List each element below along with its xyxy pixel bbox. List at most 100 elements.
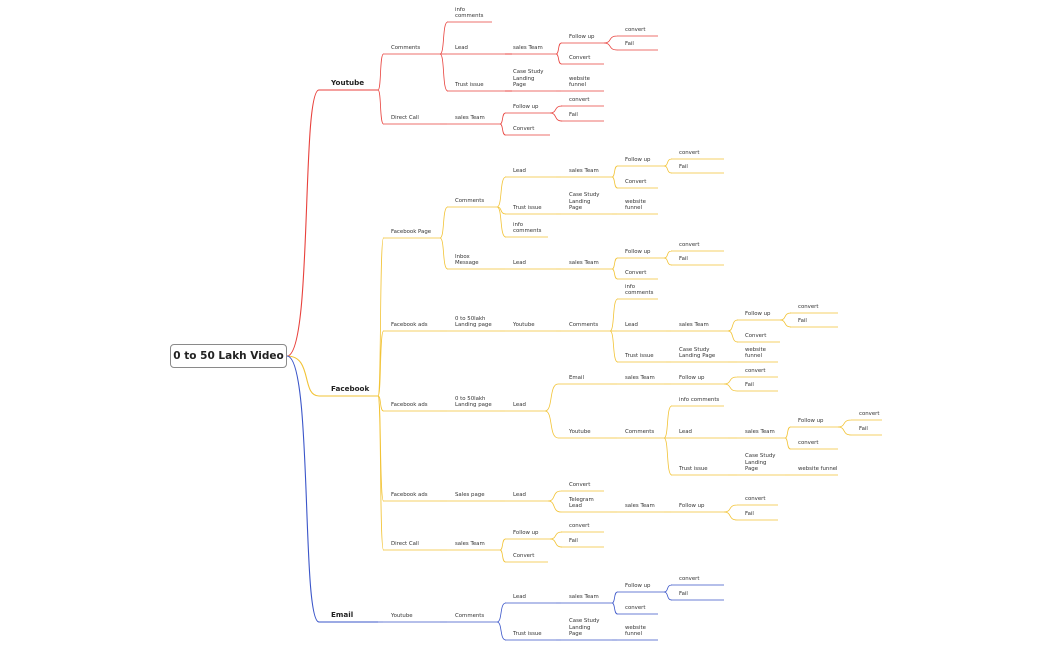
- topic-fb-a2-y-followup[interactable]: Follow up: [798, 418, 824, 425]
- topic-fb-a2-e-fail[interactable]: Fail: [745, 382, 754, 389]
- topic-fb-a2-email[interactable]: Email: [569, 375, 584, 382]
- topic-em-comments[interactable]: Comments: [455, 613, 485, 620]
- topic-em-lead[interactable]: Lead: [513, 594, 526, 601]
- topic-fb-a1-trust[interactable]: Trust issue: [625, 353, 654, 360]
- topic-yt-convert1[interactable]: convert: [625, 27, 646, 34]
- topic-fb-a2-landing[interactable]: 0 to 50lakh Landing page: [455, 395, 492, 409]
- topic-yt-website[interactable]: website funnel: [569, 75, 590, 89]
- topic-fb-a2-y-lead[interactable]: Lead: [679, 429, 692, 436]
- topic-yt-convert2[interactable]: Convert: [569, 55, 591, 62]
- topic-fb-inbox[interactable]: Inbox Message: [455, 253, 479, 267]
- topic-fb-a2-y-comments[interactable]: Comments: [625, 429, 655, 436]
- topic-fb-a2-lead[interactable]: Lead: [513, 402, 526, 409]
- topic-fb-a2-y-fail[interactable]: Fail: [859, 426, 868, 433]
- topic-yt-info[interactable]: info comments: [455, 6, 484, 20]
- topic-em-casestudy[interactable]: Case Study Landing Page: [569, 618, 600, 638]
- topic-fb-a2-e-followup[interactable]: Follow up: [679, 375, 705, 382]
- topic-fb-a2-y-convert2[interactable]: convert: [798, 440, 819, 447]
- topic-fb-a3-salespage[interactable]: Sales page: [455, 492, 485, 499]
- topic-em-website[interactable]: website funnel: [625, 624, 646, 638]
- topic-fb-a2-e-convert[interactable]: convert: [745, 368, 766, 375]
- topic-fb-d-fail[interactable]: Fail: [569, 538, 578, 545]
- topic-fb-page[interactable]: Facebook Page: [391, 229, 432, 236]
- topic-fb-i-convert1[interactable]: convert: [679, 242, 700, 249]
- topic-em-convert2[interactable]: convert: [625, 605, 646, 612]
- topic-yt-fail1[interactable]: Fail: [625, 41, 634, 48]
- topic-fb-a1-landing[interactable]: 0 to 50lakh Landing page: [455, 315, 492, 329]
- topic-em-youtube[interactable]: Youtube: [391, 613, 413, 620]
- topic-fb-i-followup[interactable]: Follow up: [625, 249, 651, 256]
- topic-fb-direct[interactable]: Direct Call: [391, 541, 419, 548]
- topic-yt-dc-sales[interactable]: sales Team: [455, 115, 485, 122]
- topic-fb-a1-lead[interactable]: Lead: [625, 322, 638, 329]
- topic-fb-c-info[interactable]: info comments: [513, 221, 542, 235]
- topic-fb-comments[interactable]: Comments: [455, 198, 485, 205]
- topic-fb-a3-lead[interactable]: Lead: [513, 492, 526, 499]
- topic-yt-comments[interactable]: Comments: [391, 45, 421, 52]
- topic-fb-c-convert1[interactable]: convert: [679, 150, 700, 157]
- root-topic[interactable]: 0 to 50 Lakh Video: [170, 344, 287, 368]
- topic-fb-a2-y-casestudy[interactable]: Case Study Landing Page: [745, 453, 776, 473]
- topic-fb-a1-casestudy[interactable]: Case Study Landing Page: [679, 346, 716, 360]
- topic-fb-a2-y-website[interactable]: website funnel: [798, 466, 838, 473]
- topic-fb-ads1[interactable]: Facebook ads: [391, 322, 428, 329]
- topic-fb-a1-info[interactable]: info comments: [625, 283, 654, 297]
- topic-em-fail[interactable]: Fail: [679, 591, 688, 598]
- topic-fb-d-convert1[interactable]: convert: [569, 523, 590, 530]
- topic-fb[interactable]: Facebook: [331, 384, 370, 393]
- topic-yt-dc-fail[interactable]: Fail: [569, 112, 578, 119]
- topic-yt-trust[interactable]: Trust issue: [455, 82, 484, 89]
- topic-fb-c-followup[interactable]: Follow up: [625, 157, 651, 164]
- topic-fb-a3-telegram[interactable]: Telegram Lead: [569, 496, 594, 510]
- topic-yt-followup[interactable]: Follow up: [569, 34, 595, 41]
- topic-fb-a1-sales[interactable]: sales Team: [679, 322, 709, 329]
- topic-fb-a2-e-sales[interactable]: sales Team: [625, 375, 655, 382]
- topic-yt[interactable]: Youtube: [331, 78, 365, 87]
- topic-em[interactable]: Email: [331, 610, 354, 619]
- topic-fb-a1-convert2[interactable]: Convert: [745, 333, 767, 340]
- topic-fb-c-trust[interactable]: Trust issue: [513, 205, 542, 212]
- topic-fb-c-website[interactable]: website funnel: [625, 198, 646, 212]
- topic-yt-dc-followup[interactable]: Follow up: [513, 104, 539, 111]
- topic-fb-c-convert2[interactable]: Convert: [625, 179, 647, 186]
- topic-fb-c-fail[interactable]: Fail: [679, 164, 688, 171]
- topic-em-sales[interactable]: sales Team: [569, 594, 599, 601]
- topic-yt-dc-convert2[interactable]: Convert: [513, 126, 535, 133]
- topic-fb-i-convert2[interactable]: Convert: [625, 270, 647, 277]
- topic-fb-a2-y-sales[interactable]: sales Team: [745, 429, 775, 436]
- topic-fb-a3-convert2[interactable]: convert: [745, 496, 766, 503]
- topic-fb-ads3[interactable]: Facebook ads: [391, 492, 428, 499]
- topic-fb-a3-sales[interactable]: sales Team: [625, 503, 655, 510]
- topic-fb-a3-followup[interactable]: Follow up: [679, 503, 705, 510]
- topic-em-convert1[interactable]: convert: [679, 576, 700, 583]
- topic-fb-ads2[interactable]: Facebook ads: [391, 402, 428, 409]
- topic-fb-a1-convert1[interactable]: convert: [798, 304, 819, 311]
- topic-fb-a2-youtube[interactable]: Youtube: [569, 429, 591, 436]
- topic-fb-i-fail[interactable]: Fail: [679, 256, 688, 263]
- topic-yt-lead[interactable]: Lead: [455, 45, 468, 52]
- topic-em-trust[interactable]: Trust issue: [513, 631, 542, 638]
- topic-fb-c-casestudy[interactable]: Case Study Landing Page: [569, 192, 600, 212]
- topic-fb-i-sales[interactable]: sales Team: [569, 260, 599, 267]
- topic-fb-a1-comments[interactable]: Comments: [569, 322, 599, 329]
- topic-fb-a1-followup[interactable]: Follow up: [745, 311, 771, 318]
- topic-fb-a2-y-trust[interactable]: Trust issue: [679, 466, 708, 473]
- topic-fb-a1-youtube[interactable]: Youtube: [513, 322, 535, 329]
- topic-em-followup[interactable]: Follow up: [625, 583, 651, 590]
- topic-fb-a3-fail[interactable]: Fail: [745, 511, 754, 518]
- topic-fb-c-lead[interactable]: Lead: [513, 168, 526, 175]
- topic-fb-a1-fail[interactable]: Fail: [798, 318, 807, 325]
- topic-fb-a2-y-convert1[interactable]: convert: [859, 411, 880, 418]
- topic-fb-i-lead[interactable]: Lead: [513, 260, 526, 267]
- topic-yt-dc-convert1[interactable]: convert: [569, 97, 590, 104]
- topic-fb-a3-convert[interactable]: Convert: [569, 482, 591, 489]
- topic-fb-a2-y-info[interactable]: info comments: [679, 397, 720, 404]
- topic-fb-d-sales[interactable]: sales Team: [455, 541, 485, 548]
- topic-fb-d-followup[interactable]: Follow up: [513, 530, 539, 537]
- topic-fb-d-convert2[interactable]: Convert: [513, 553, 535, 560]
- topic-fb-a1-website[interactable]: website funnel: [745, 346, 766, 360]
- topic-yt-sales[interactable]: sales Team: [513, 45, 543, 52]
- topic-yt-direct[interactable]: Direct Call: [391, 115, 419, 122]
- topic-yt-casestudy[interactable]: Case Study Landing Page: [513, 69, 544, 89]
- topic-fb-c-sales[interactable]: sales Team: [569, 168, 599, 175]
